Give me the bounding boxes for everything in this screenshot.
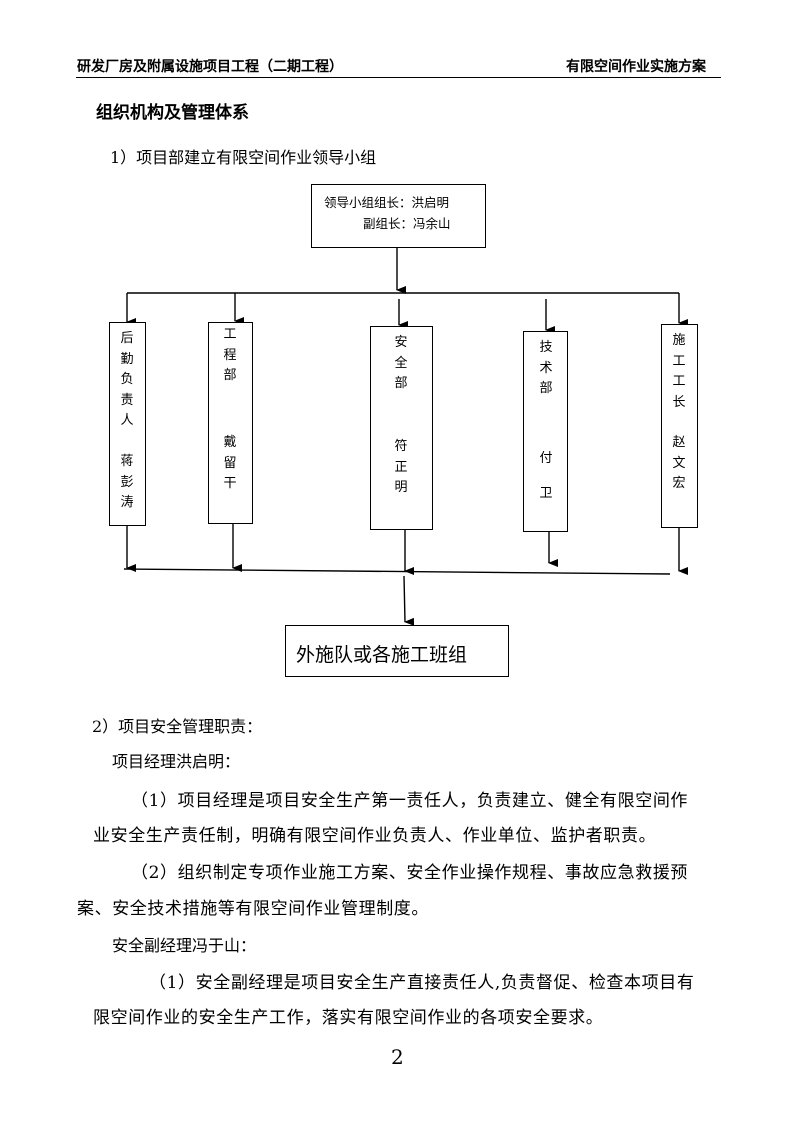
dept-box-logistics: 后 勤 负 责 人 蒋 彭 涛 xyxy=(109,322,146,526)
dept-person: 戴 留 干 xyxy=(223,435,237,491)
dept-box-technical: 技 术 部 付 卫 xyxy=(523,331,568,532)
header-rule xyxy=(76,77,721,78)
dept-title: 安 全 部 xyxy=(394,335,408,391)
deputy-item-1-line-2: 限空间作业的安全生产工作，落实有限空间作业的各项安全要求。 xyxy=(93,1008,604,1028)
header-left: 研发厂房及附属设施项目工程（二期工程） xyxy=(77,59,343,75)
teams-box: 外施队或各施工班组 xyxy=(285,625,509,677)
dept-title: 后 勤 负 责 人 xyxy=(120,331,134,428)
pm-item-1-line-2: 业安全生产责任制，明确有限空间作业负责人、作业单位、监护者职责。 xyxy=(93,826,657,846)
pm-item-1-line-1: （1）项目经理是项目安全生产第一责任人，负责建立、健全有限空间作 xyxy=(131,791,689,811)
deputy-line: 副组长：冯余山 xyxy=(363,216,451,231)
dept-person: 蒋 彭 涛 xyxy=(120,454,134,510)
section-title: 组织机构及管理体系 xyxy=(96,103,249,123)
header-right: 有限空间作业实施方案 xyxy=(566,59,706,75)
dept-title: 技 术 部 xyxy=(539,340,553,396)
pm-label: 项目经理洪启明： xyxy=(112,752,241,771)
leader-line-1: 领导小组组长：洪启明 xyxy=(324,195,450,210)
dept-box-safety: 安 全 部 符 正 明 xyxy=(370,326,433,530)
dept-title: 施 工 工 长 xyxy=(672,333,686,410)
dept-box-foreman: 施 工 工 长 赵 文 宏 xyxy=(661,324,698,528)
deputy-item-1-line-1: （1）安全副经理是项目安全生产直接责任人,负责督促、检查本项目有 xyxy=(149,973,695,993)
dept-title: 工 程 部 xyxy=(223,327,237,383)
page-number: 2 xyxy=(391,1045,404,1069)
leader-box: 领导小组组长：洪启明 副组长：冯余山 xyxy=(311,184,486,248)
dept-person: 符 正 明 xyxy=(394,439,408,495)
subsection-2-title: 2）项目安全管理职责： xyxy=(92,717,263,736)
pm-item-2-line-2: 案、安全技术措施等有限空间作业管理制度。 xyxy=(77,899,429,919)
teams-label: 外施队或各施工班组 xyxy=(296,644,468,666)
pm-item-2-line-1: （2）组织制定专项作业施工方案、安全作业操作规程、事故应急救援预 xyxy=(131,863,689,883)
dept-person: 赵 文 宏 xyxy=(672,435,686,491)
dept-box-engineering: 工 程 部 戴 留 干 xyxy=(208,322,253,524)
dept-person: 付 卫 xyxy=(539,451,553,501)
subsection-1-title: 1）项目部建立有限空间作业领导小组 xyxy=(110,148,377,167)
deputy-label: 安全副经理冯于山： xyxy=(112,936,257,955)
